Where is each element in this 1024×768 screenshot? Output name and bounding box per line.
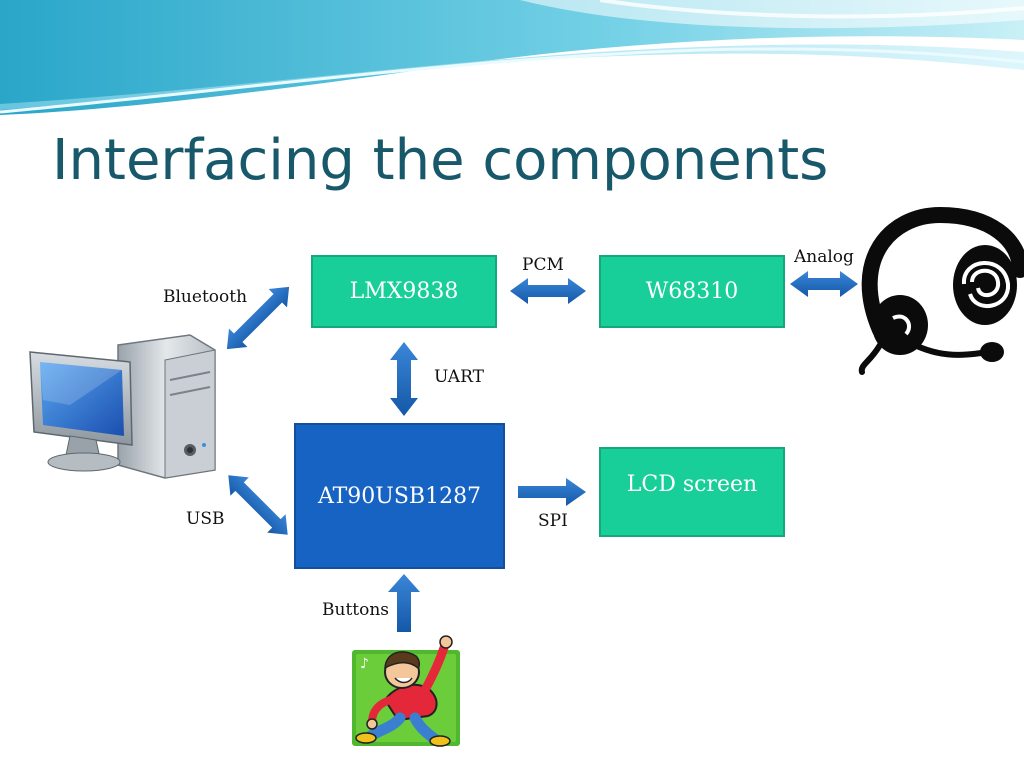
node-w68310-label: W68310 bbox=[645, 279, 739, 304]
node-lcd-screen-label: LCD screen bbox=[626, 471, 758, 497]
label-usb: USB bbox=[186, 509, 225, 529]
arrow-bluetooth bbox=[226, 286, 290, 350]
node-lcd-screen: LCD screen bbox=[599, 447, 785, 537]
node-at90usb1287: AT90USB1287 bbox=[294, 423, 505, 569]
arrow-pcm bbox=[510, 278, 586, 304]
label-analog: Analog bbox=[794, 247, 854, 267]
arrow-usb bbox=[228, 475, 288, 535]
label-pcm: PCM bbox=[522, 255, 564, 275]
label-spi: SPI bbox=[538, 511, 568, 531]
node-lmx9838-label: LMX9838 bbox=[349, 279, 459, 304]
label-uart: UART bbox=[434, 367, 484, 387]
arrow-analog bbox=[790, 271, 858, 297]
label-bluetooth: Bluetooth bbox=[163, 287, 248, 307]
node-at90usb1287-label: AT90USB1287 bbox=[317, 483, 482, 509]
header-wave-decoration bbox=[0, 0, 1024, 115]
arrow-spi bbox=[518, 478, 586, 506]
node-lmx9838: LMX9838 bbox=[311, 255, 497, 328]
label-buttons: Buttons bbox=[322, 600, 390, 620]
arrow-buttons bbox=[388, 574, 420, 632]
page-title: Interfacing the components bbox=[52, 128, 829, 193]
arrow-uart bbox=[390, 342, 418, 416]
node-w68310: W68310 bbox=[599, 255, 785, 328]
